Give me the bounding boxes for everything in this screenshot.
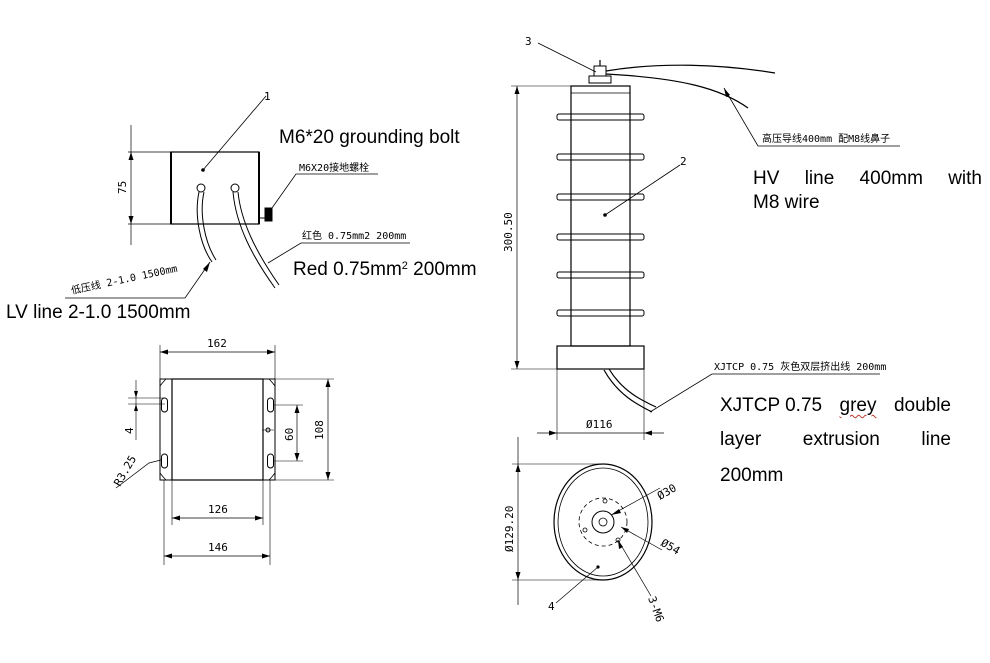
hv-line-annotation: HV line 400mm with M8 wire [753, 167, 982, 215]
xjtcp-line2-word: layer [720, 429, 762, 450]
red-wire-text: Red 0.75mm [293, 259, 402, 280]
xjtcp-line2-word: extrusion [802, 429, 880, 450]
xjtcp-line1-a: XJTCP 0.75 [720, 395, 823, 416]
hv-line-line1: HV line 400mm with [753, 168, 982, 189]
dim-75: 75 [116, 181, 129, 194]
box-front-view [65, 95, 410, 299]
red-wire-length: 200mm [407, 259, 477, 280]
hv-line-cn-label: 高压导线400mm 配M8线鼻子 [762, 132, 890, 145]
part-4-label: 4 [548, 600, 555, 613]
dim-4: 4 [123, 427, 136, 434]
dim-d129: Ø129.20 [503, 506, 516, 552]
xjtcp-line3: 200mm [720, 465, 784, 486]
dim-d54: Ø54 [659, 536, 683, 557]
arrester-bottom-view [512, 437, 663, 605]
dim-d30: Ø30 [655, 481, 679, 502]
dim-146: 146 [208, 541, 228, 554]
part-1-label: 1 [264, 90, 271, 103]
xjtcp-annotation: XJTCP 0.75 grey double layer extrusion lin… [720, 394, 951, 488]
box-top-view [115, 345, 334, 565]
xjtcp-line2: layer extrusion line [720, 428, 951, 452]
lv-line-annotation: LV line 2-1.0 1500mm [6, 302, 191, 323]
xjtcp-line1-c: double [893, 395, 951, 416]
lv-line-cn-label: 低压线 2-1.0 1500mm [70, 262, 179, 297]
red-wire-cn-label: 红色 0.75mm2 200mm [302, 229, 406, 242]
dim-162: 162 [207, 337, 227, 350]
part-2-label: 2 [680, 155, 687, 168]
dim-108: 108 [313, 420, 326, 440]
dim-126: 126 [208, 503, 228, 516]
dim-3m6: 3-M6 [645, 595, 666, 624]
part-3-label: 3 [525, 35, 532, 48]
grounding-bolt-annotation: M6*20 grounding bolt [279, 127, 460, 148]
dim-r325: R3.25 [111, 453, 139, 488]
grounding-bolt-cn-label: M6X20接地螺栓 [299, 161, 369, 174]
red-wire-annotation: Red 0.75mm2 200mm [293, 254, 477, 282]
xjtcp-cn-label: XJTCP 0.75 灰色双层挤出线 200mm [714, 360, 886, 373]
xjtcp-line1-b: grey [839, 395, 877, 416]
dim-300-50: 300.50 [502, 212, 515, 252]
dim-60: 60 [283, 428, 296, 441]
xjtcp-line1: XJTCP 0.75 grey double [720, 394, 951, 418]
dim-d116: Ø116 [586, 418, 613, 431]
xjtcp-line2-word: line [921, 429, 951, 450]
red-wire-superscript: 2 [401, 260, 408, 272]
hv-line-line2: M8 wire [753, 192, 820, 213]
arrester-side-view [511, 42, 900, 440]
